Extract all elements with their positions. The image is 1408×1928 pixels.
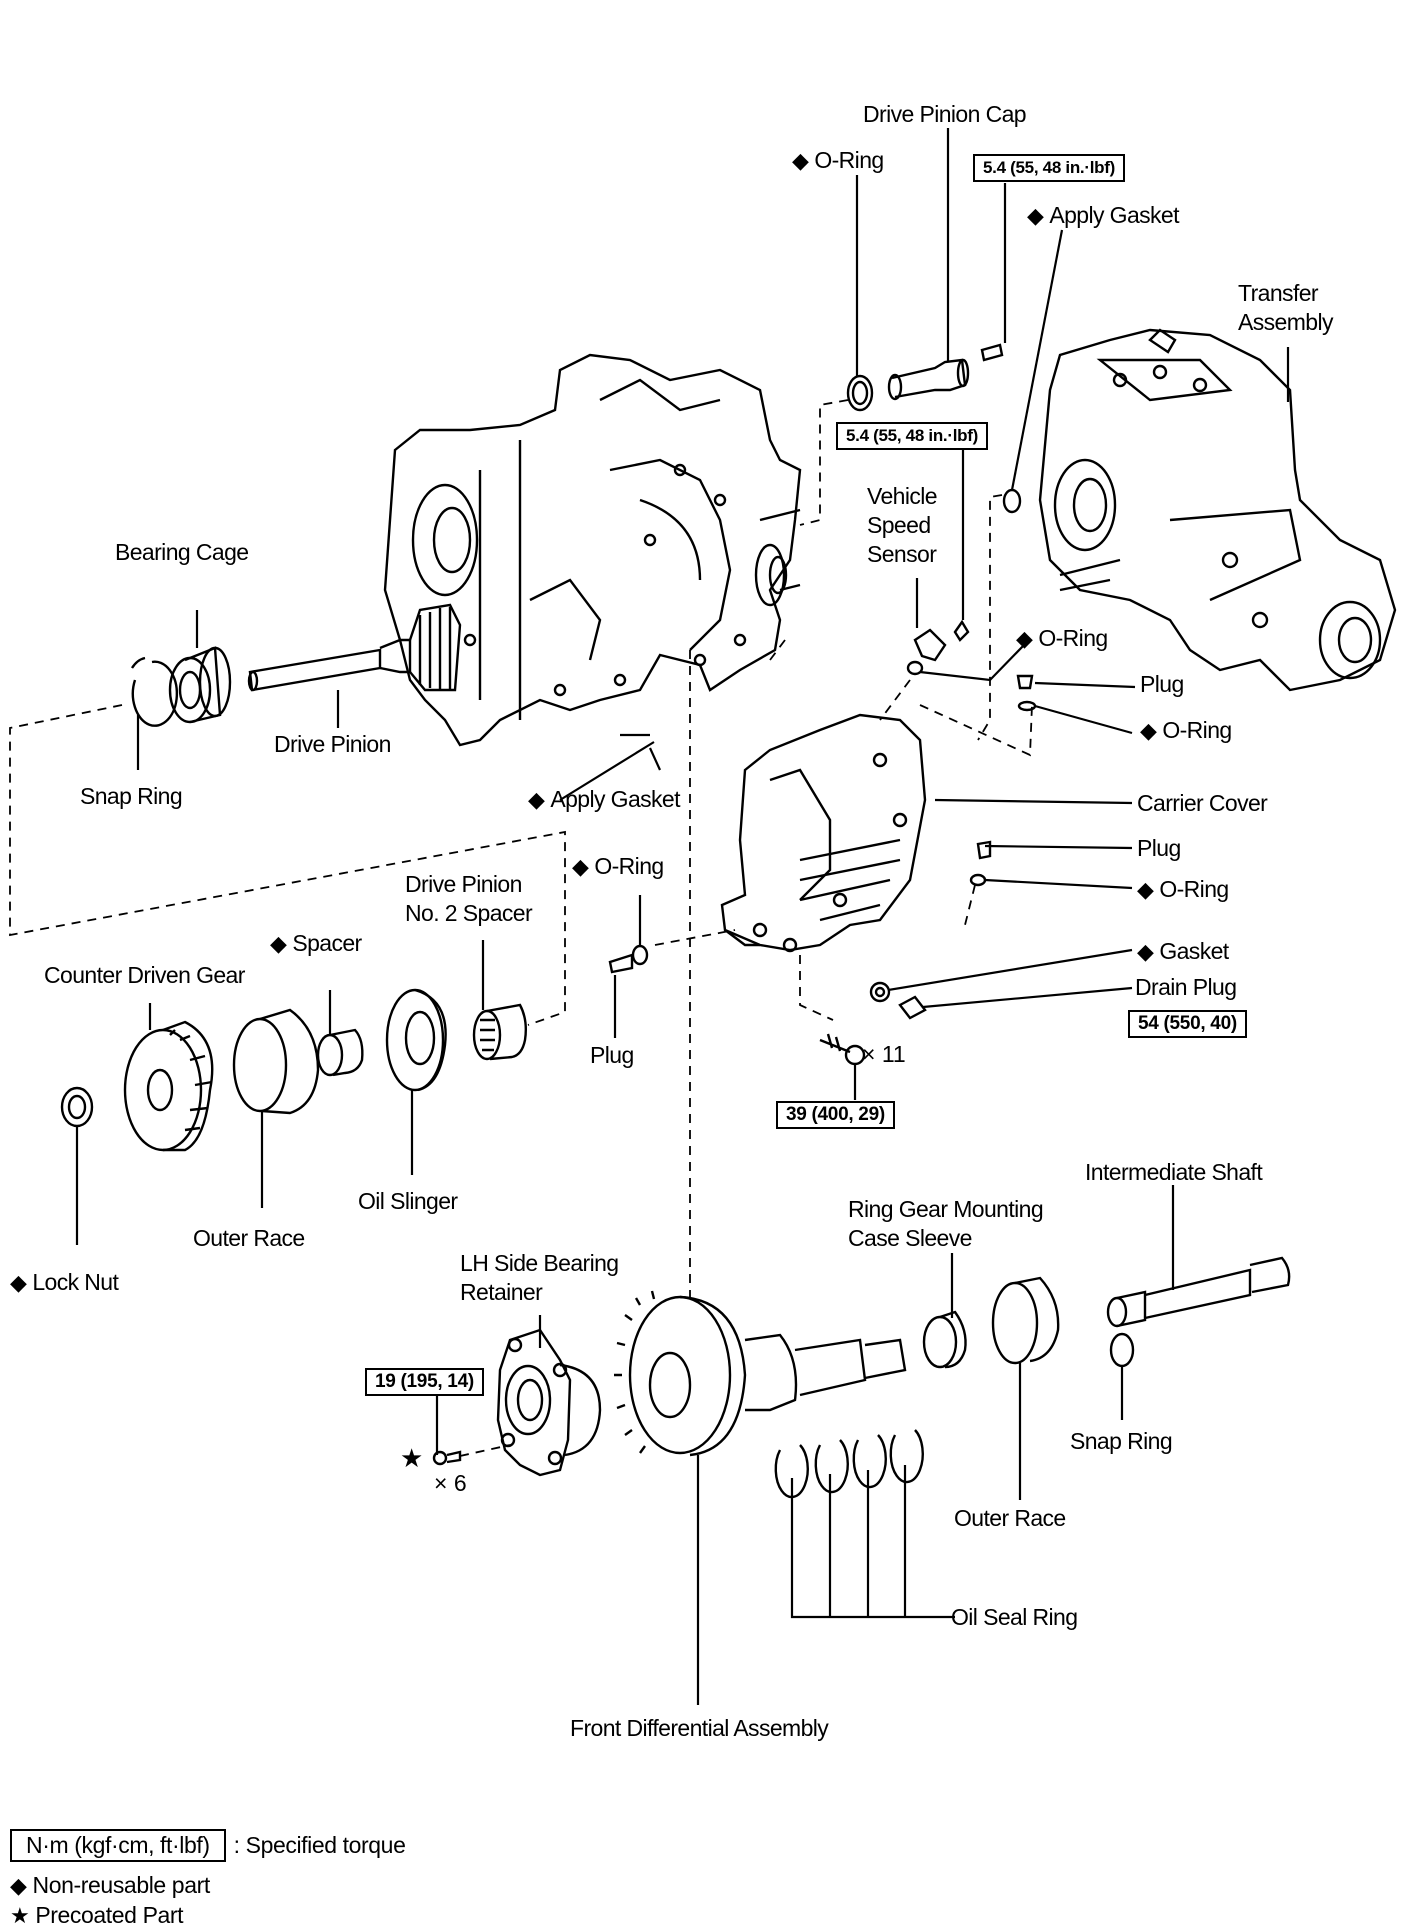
outer-race-right-part bbox=[991, 1276, 1060, 1365]
label-o-ring-top: ◆O-Ring bbox=[792, 146, 884, 175]
drive-pinion-part bbox=[247, 603, 462, 692]
torque-unit-box: N·m (kgf·cm, ft·lbf) bbox=[10, 1829, 226, 1862]
torque-retainer-bolts: 19 (195, 14) bbox=[365, 1368, 484, 1396]
label-o-ring-right-1: ◆O-Ring bbox=[1016, 625, 1108, 651]
non-reusable-icon: ◆ bbox=[1016, 626, 1033, 651]
transfer-assembly-part bbox=[1038, 328, 1397, 692]
non-reusable-icon: ◆ bbox=[792, 148, 809, 173]
label-oil-seal-ring: Oil Seal Ring bbox=[951, 1604, 1078, 1630]
quantity-carrier-cover-bolts: × 11 bbox=[862, 1041, 906, 1067]
vehicle-speed-sensor-part bbox=[906, 488, 1022, 676]
label-bearing-cage: Bearing Cage bbox=[115, 539, 249, 565]
oil-seal-rings-part bbox=[774, 1429, 924, 1499]
lh-side-bearing-retainer-part bbox=[432, 1328, 602, 1477]
label-outer-race-right: Outer Race bbox=[954, 1505, 1066, 1531]
non-reusable-icon: ◆ bbox=[270, 931, 287, 956]
label-intermediate-shaft: Intermediate Shaft bbox=[1085, 1159, 1263, 1185]
oil-slinger-part bbox=[385, 988, 447, 1092]
spacer-part bbox=[316, 1028, 364, 1077]
label-plug-right-2: Plug bbox=[1137, 835, 1181, 861]
label-spacer: ◆Spacer bbox=[270, 930, 362, 956]
intermediate-shaft-part bbox=[1106, 1256, 1291, 1328]
snap-ring-left-part bbox=[130, 656, 179, 727]
precoated-icon: ★ bbox=[10, 1903, 30, 1928]
torque-drain-plug: 54 (550, 40) bbox=[1128, 1010, 1247, 1038]
precoated-marker: ★ bbox=[400, 1443, 423, 1473]
snap-ring-right-part bbox=[1109, 1332, 1135, 1368]
carrier-cover-part bbox=[720, 713, 927, 953]
counter-driven-gear-part bbox=[60, 1020, 214, 1152]
label-drive-pinion: Drive Pinion bbox=[274, 731, 391, 757]
ring-gear-sleeve-part bbox=[922, 1310, 967, 1369]
legend-non-reusable: ◆Non-reusable part bbox=[10, 1872, 210, 1899]
label-snap-ring-left: Snap Ring bbox=[80, 783, 183, 809]
label-o-ring-right-2: ◆O-Ring bbox=[1140, 717, 1232, 743]
label-o-ring-mid: ◆O-Ring bbox=[572, 853, 664, 879]
dashed-assembly-lines bbox=[9, 399, 1033, 1457]
legend-precoated-desc: Precoated Part bbox=[35, 1902, 184, 1928]
leader-lines bbox=[75, 128, 1290, 1705]
label-front-differential-assembly: Front Differential Assembly bbox=[570, 1715, 829, 1741]
drive-pinion-cap-part bbox=[846, 343, 1004, 412]
non-reusable-icon: ◆ bbox=[572, 854, 589, 879]
label-lock-nut: ◆Lock Nut bbox=[10, 1269, 119, 1295]
torque-speed-sensor-bolt: 5.4 (55, 48 in.·lbf) bbox=[836, 422, 988, 450]
non-reusable-icon: ◆ bbox=[1140, 718, 1157, 743]
quantity-retainer-bolts: × 6 bbox=[434, 1470, 467, 1496]
torque-drive-pinion-cap-bolt: 5.4 (55, 48 in.·lbf) bbox=[973, 154, 1125, 182]
legend-precoated: ★Precoated Part bbox=[10, 1903, 184, 1928]
label-drive-pinion-cap: Drive Pinion Cap bbox=[863, 101, 1027, 127]
label-outer-race-left: Outer Race bbox=[193, 1225, 305, 1251]
non-reusable-icon: ◆ bbox=[1027, 203, 1044, 228]
label-text: O-Ring bbox=[814, 147, 884, 173]
non-reusable-icon: ◆ bbox=[1137, 939, 1154, 964]
label-apply-gasket-top: ◆Apply Gasket bbox=[1027, 201, 1180, 230]
label-plug-right-1: Plug bbox=[1140, 671, 1184, 697]
legend-torque-desc: : Specified torque bbox=[233, 1832, 406, 1858]
front-differential-assembly-part bbox=[614, 1290, 907, 1457]
label-text: Apply Gasket bbox=[1049, 202, 1179, 228]
label-oil-slinger: Oil Slinger bbox=[358, 1188, 458, 1214]
outer-race-left-part bbox=[232, 1008, 320, 1115]
non-reusable-icon: ◆ bbox=[10, 1873, 27, 1898]
label-o-ring-right-3: ◆O-Ring bbox=[1137, 876, 1229, 902]
torque-carrier-cover-bolts: 39 (400, 29) bbox=[776, 1101, 895, 1129]
bearing-cage-part bbox=[168, 646, 232, 724]
transaxle-case bbox=[383, 353, 802, 747]
legend-non-reusable-desc: Non-reusable part bbox=[32, 1872, 211, 1898]
label-carrier-cover: Carrier Cover bbox=[1137, 790, 1268, 816]
label-drain-plug: Drain Plug bbox=[1135, 974, 1237, 1000]
non-reusable-icon: ◆ bbox=[1137, 877, 1154, 902]
non-reusable-icon: ◆ bbox=[10, 1270, 27, 1295]
label-plug-mid: Plug bbox=[590, 1042, 634, 1068]
label-apply-gasket-mid: ◆Apply Gasket bbox=[528, 786, 681, 812]
legend-torque: N·m (kgf·cm, ft·lbf) : Specified torque bbox=[10, 1829, 406, 1862]
label-snap-ring-right: Snap Ring bbox=[1070, 1428, 1173, 1454]
label-gasket: ◆Gasket bbox=[1137, 938, 1229, 964]
small-fasteners-right bbox=[608, 674, 1037, 1066]
label-counter-driven-gear: Counter Driven Gear bbox=[44, 962, 245, 988]
drive-pinion-no2-spacer-part bbox=[472, 1003, 528, 1061]
non-reusable-icon: ◆ bbox=[528, 787, 545, 812]
